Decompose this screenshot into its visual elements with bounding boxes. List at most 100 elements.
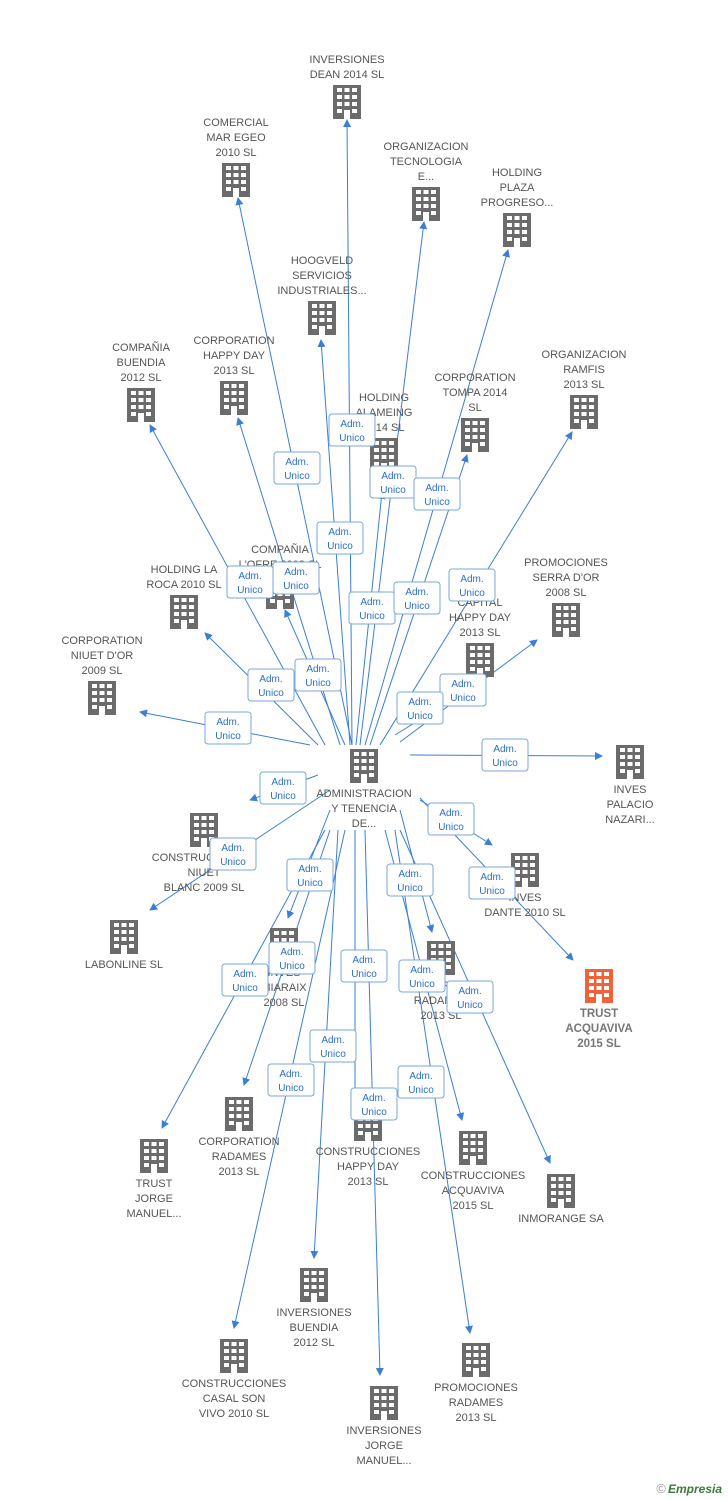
edge-label-21[interactable]: Adm.Unico <box>286 858 334 892</box>
edge-label-4[interactable]: Adm.Unico <box>413 477 461 511</box>
edge-label-28[interactable]: Adm.Unico <box>309 1029 357 1063</box>
node-label-n10: ORGANIZACION <box>542 349 627 361</box>
edge-label-text: Adm. <box>279 1069 302 1080</box>
edge-label-18[interactable]: Adm.Unico <box>209 837 257 871</box>
node-label-n6: BUENDIA <box>117 357 167 369</box>
edge-label-17[interactable]: Adm.Unico <box>259 771 307 805</box>
node-label-n23: RADAMES <box>212 1151 266 1163</box>
node-label-n7: CORPORATION <box>193 335 274 347</box>
node-label-n27: INMORANGE SA <box>518 1213 604 1225</box>
edge-label-14[interactable]: Adm.Unico <box>204 711 252 745</box>
node-label-n5: SERVICIOS <box>292 270 352 282</box>
building-icon <box>370 1386 398 1420</box>
edge-label-text: Unico <box>327 541 353 552</box>
node-label-n9: SL <box>468 402 481 414</box>
company-node-n19[interactable]: LABONLINE SL <box>85 920 163 971</box>
edge-label-3[interactable]: Adm.Unico <box>369 465 417 499</box>
node-label-n4: PROGRESO... <box>481 197 554 209</box>
edge-label-6[interactable]: Adm.Unico <box>226 565 274 599</box>
edge-label-20[interactable]: Adm.Unico <box>468 866 516 900</box>
edge-label-2[interactable]: Adm.Unico <box>273 451 321 485</box>
node-label-n3: TECNOLOGIA <box>390 156 463 168</box>
edge-label-8[interactable]: Adm.Unico <box>348 591 396 625</box>
company-node-n27[interactable]: INMORANGE SA <box>518 1174 604 1225</box>
node-label-n28: BUENDIA <box>290 1322 340 1334</box>
edge-label-5[interactable]: Adm.Unico <box>316 521 364 555</box>
company-node-n4[interactable]: HOLDINGPLAZAPROGRESO... <box>481 167 554 247</box>
company-node-n24[interactable]: TRUSTJORGEMANUEL... <box>126 1139 182 1220</box>
node-label-n23: CORPORATION <box>198 1136 279 1148</box>
edge-label-25[interactable]: Adm.Unico <box>340 949 388 983</box>
edge-label-27[interactable]: Adm.Unico <box>446 980 494 1014</box>
edge-label-text: Adm. <box>460 574 483 585</box>
company-node-n3[interactable]: ORGANIZACIONTECNOLOGIAE... <box>384 141 469 221</box>
edge-label-13[interactable]: Adm.Unico <box>439 673 487 707</box>
company-node-n31[interactable]: INVERSIONESJORGEMANUEL... <box>346 1386 422 1467</box>
edge-label-10[interactable]: Adm. Unico <box>448 568 496 602</box>
edge-label-text: Unico <box>283 581 309 592</box>
edge-label-7[interactable]: Adm.Unico <box>272 561 320 595</box>
edge-label-1[interactable]: Adm.Unico <box>328 413 376 447</box>
node-label-n13: PROMOCIONES <box>524 557 608 569</box>
building-icon <box>461 418 489 452</box>
edge-label-9[interactable]: Adm.Unico <box>393 581 441 615</box>
node-label-n4: HOLDING <box>492 167 542 179</box>
node-label-n14: NIUET D'OR <box>71 650 133 662</box>
edge-label-text: Adm. <box>398 869 421 880</box>
building-icon <box>585 969 613 1003</box>
edge-label-16[interactable]: Adm.Unico <box>481 738 529 772</box>
edge-label-text: Unico <box>279 961 305 972</box>
edge-label-26[interactable]: Adm.Unico <box>398 959 446 993</box>
edge-label-22[interactable]: Adm. Unico <box>386 863 434 897</box>
edge-label-15[interactable]: Adm.Unico <box>396 691 444 725</box>
edge-label-text: Adm. <box>221 843 244 854</box>
building-icon <box>220 381 248 415</box>
company-node-n5[interactable]: HOOGVELDSERVICIOSINDUSTRIALES... <box>277 255 367 335</box>
company-node-n16[interactable]: INVESPALACIONAZARI... <box>605 745 655 826</box>
edge-label-11[interactable]: Adm.Unico <box>294 658 342 692</box>
node-label-n31: INVERSIONES <box>346 1425 421 1437</box>
edge-label-23[interactable]: Adm.Unico <box>268 941 316 975</box>
node-label-n1: DEAN 2014 SL <box>310 69 385 81</box>
edge-label-29[interactable]: Adm.Unico <box>267 1063 315 1097</box>
node-label-n26: 2015 SL <box>453 1200 494 1212</box>
edge-label-text: Unico <box>297 878 323 889</box>
edge-label-text: Unico <box>232 983 258 994</box>
node-label-n7: HAPPY DAY <box>203 350 266 362</box>
edge-label-19[interactable]: Adm.Unico <box>427 802 475 836</box>
edge-label-31[interactable]: Adm.Unico <box>397 1065 445 1099</box>
edge-label-24[interactable]: Adm.Unico <box>221 963 269 997</box>
node-label-n2: 2010 SL <box>216 147 257 159</box>
edge-label-text: Unico <box>459 588 485 599</box>
copyright-icon: © <box>656 1481 666 1496</box>
edge-label-text: Adm. <box>238 571 261 582</box>
edge-label-text: Unico <box>397 883 423 894</box>
building-icon <box>547 1174 575 1208</box>
node-label-n9: CORPORATION <box>434 372 515 384</box>
edge-label-12[interactable]: Adm.Unico <box>247 668 295 702</box>
node-label-n18: DANTE 2010 SL <box>484 907 565 919</box>
building-icon <box>333 85 361 119</box>
edge-label-30[interactable]: Adm.Unico <box>350 1087 398 1121</box>
node-label-n15: 2013 SL <box>460 627 501 639</box>
node-label-n3: ORGANIZACION <box>384 141 469 153</box>
